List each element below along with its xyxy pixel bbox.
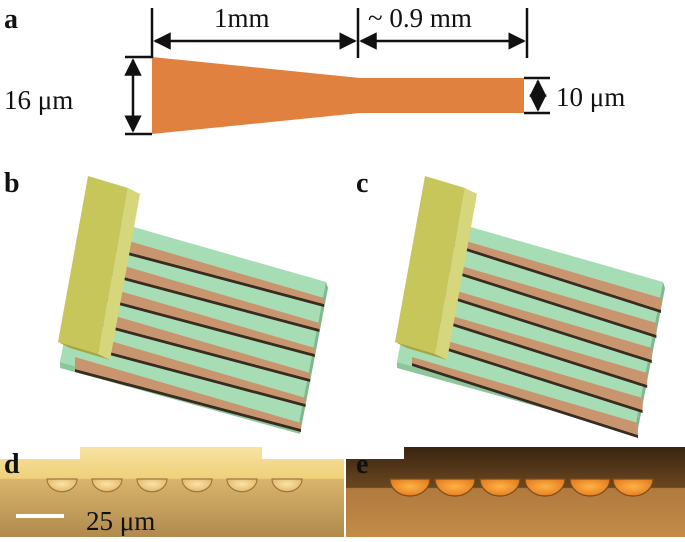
input-width-label: 16 μm [4, 85, 73, 115]
straight-length-label: ~ 0.9 mm [368, 3, 472, 33]
panel-e: e [346, 447, 685, 537]
core-groove [435, 238, 661, 313]
waveguide-facets [46, 478, 303, 493]
panel-d: d 25 μm [0, 447, 344, 537]
core-groove [75, 369, 301, 432]
waveguide-facet [91, 478, 123, 493]
input-block-bottom [395, 342, 447, 360]
waveguide-core [425, 282, 652, 360]
core-groove [430, 263, 657, 338]
scale-bar-label: 25 μm [86, 506, 155, 536]
waveguide-core [98, 232, 324, 304]
input-block-top [58, 176, 128, 354]
core-groove [425, 288, 652, 363]
panel-label-c: c [356, 168, 368, 199]
waveguide-facet [434, 478, 476, 497]
core-groove [93, 269, 320, 332]
waveguide-facet [271, 478, 303, 493]
waveguide-facet [524, 478, 566, 497]
output-width-label: 10 μm [556, 82, 625, 112]
micrograph-d-background [0, 447, 344, 537]
waveguide-core [416, 332, 643, 410]
waveguide-core [93, 257, 320, 329]
core-groove [416, 338, 643, 413]
waveguide-core [75, 357, 301, 429]
tapered-waveguide [152, 57, 524, 134]
substrate-side [298, 282, 328, 434]
panel-a: a 1mm ~ 0.9 mm 16 μm 10 μm [4, 3, 625, 136]
waveguide-facet [46, 478, 78, 493]
micrograph-d-notch-right [262, 447, 344, 459]
core-groove [88, 294, 315, 357]
input-block-side [98, 188, 140, 360]
micrograph-e-notch-left [346, 447, 404, 459]
waveguide-array-device [395, 176, 665, 438]
input-block-bottom [58, 342, 110, 360]
waveguide-core [412, 357, 638, 435]
core-groove [412, 363, 638, 438]
panel-label-d: d [4, 449, 20, 480]
micrograph-d-notch-left [0, 447, 80, 459]
core-groove [98, 244, 324, 307]
waveguide-facet [569, 478, 611, 497]
waveguide-core [430, 257, 657, 335]
panel-c: c [356, 168, 665, 438]
waveguide-facet [389, 478, 431, 497]
waveguide-facets [389, 478, 654, 497]
panel-label-a: a [4, 4, 18, 35]
waveguide-facet [181, 478, 213, 493]
waveguide-core [88, 282, 315, 354]
scale-bar [16, 514, 64, 518]
waveguide-core [84, 307, 311, 379]
core-groove [421, 313, 648, 388]
waveguide-core [435, 232, 661, 310]
panel-b: b [4, 168, 328, 434]
waveguide-facet [136, 478, 168, 493]
input-block-top [395, 176, 465, 354]
core-groove [79, 344, 306, 407]
core-groove [84, 319, 311, 382]
panel-label-b: b [4, 168, 20, 199]
waveguide-facet [479, 478, 521, 497]
waveguide-array-device [58, 176, 328, 434]
waveguide-core [79, 332, 306, 404]
waveguide-facet [226, 478, 258, 493]
taper-length-label: 1mm [214, 3, 270, 33]
waveguide-core [421, 307, 648, 385]
input-block-side [435, 188, 477, 360]
panel-label-e: e [356, 449, 368, 480]
waveguide-facet [612, 478, 654, 497]
